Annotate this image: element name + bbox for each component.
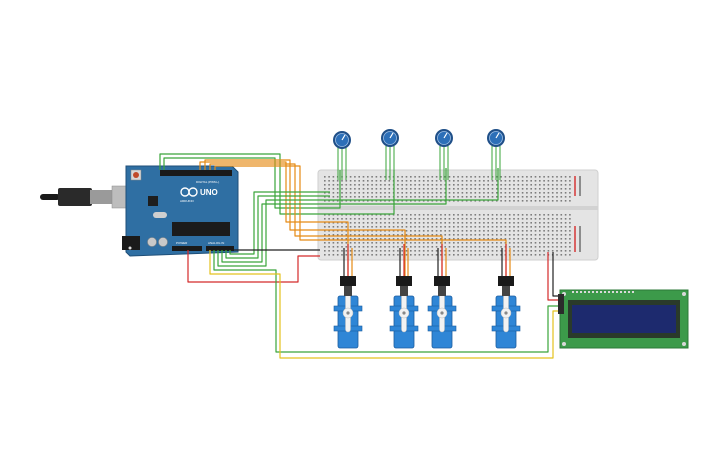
brand-label: ARDUINO — [180, 199, 195, 203]
analog-header — [206, 246, 234, 251]
wire-green-lcd[interactable] — [213, 250, 560, 353]
lcd-display-16x2[interactable] — [558, 289, 689, 349]
usb-cable — [40, 194, 60, 200]
wire-green[interactable] — [225, 195, 330, 259]
digital-header — [162, 170, 232, 176]
servo-connector — [498, 276, 514, 286]
i2c-header — [558, 294, 564, 314]
atmega-chip — [172, 222, 230, 236]
wire-green[interactable] — [159, 153, 395, 215]
wire-red[interactable] — [187, 250, 320, 283]
wire-green[interactable] — [163, 157, 341, 209]
servo-connector — [340, 276, 356, 286]
wire-green[interactable] — [229, 191, 330, 255]
analog-label: ANALOG IN — [208, 241, 224, 245]
capacitor — [147, 237, 157, 247]
potentiometer-1[interactable] — [333, 131, 351, 149]
potentiometer-4[interactable] — [487, 129, 505, 147]
wire-green[interactable] — [221, 168, 447, 263]
capacitor — [158, 237, 168, 247]
potentiometer-3[interactable] — [435, 129, 453, 147]
knob-indicator-icon — [443, 132, 448, 139]
power-label: POWER — [176, 241, 188, 245]
dc-jack — [122, 236, 140, 250]
servo-motor-4[interactable] — [491, 276, 521, 349]
crystal — [153, 212, 167, 218]
servo-connector — [434, 276, 450, 286]
wire-yellow-lcd[interactable] — [209, 250, 560, 359]
usb-plug — [58, 188, 92, 206]
wires — [159, 146, 560, 359]
wire-black-lcd[interactable] — [552, 252, 560, 297]
servo-motor-1[interactable] — [333, 276, 363, 349]
digital-label: DIGITAL (PWM~) — [196, 180, 219, 184]
arduino-uno-board[interactable]: UNO ARDUINO POWER ANALOG IN DIGITAL (PWM… — [40, 165, 239, 257]
wire-red-lcd[interactable] — [547, 252, 560, 301]
model-label: UNO — [200, 188, 218, 197]
knob-indicator-icon — [389, 132, 394, 139]
knob-indicator-icon — [495, 132, 500, 139]
wire-green[interactable] — [217, 168, 499, 267]
servo-connector — [396, 276, 412, 286]
potentiometer-2[interactable] — [381, 129, 399, 147]
servo-motor-2[interactable] — [389, 276, 419, 349]
servo-motor-3[interactable] — [427, 276, 457, 349]
lcd-pin-header — [572, 291, 634, 293]
breadboard[interactable] — [317, 169, 599, 261]
knob-indicator-icon — [341, 134, 346, 141]
lcd-screen — [572, 305, 676, 333]
power-header — [172, 246, 202, 251]
